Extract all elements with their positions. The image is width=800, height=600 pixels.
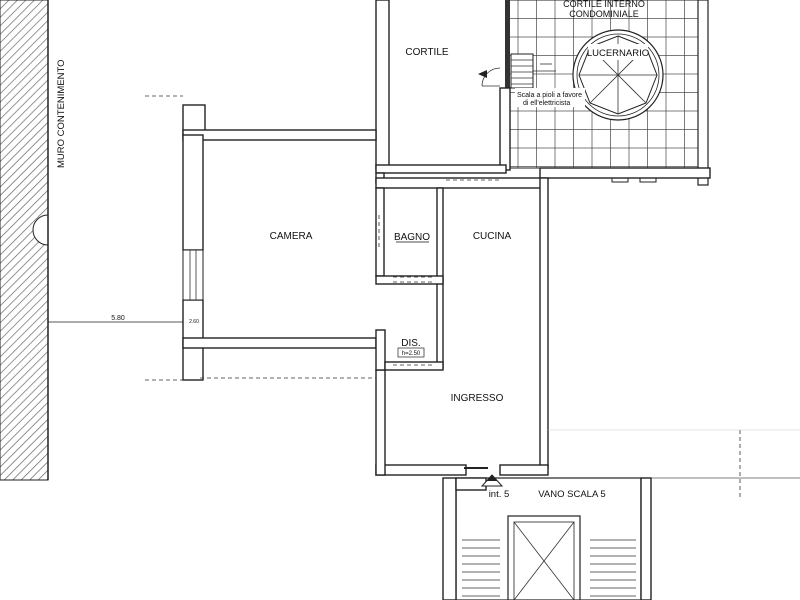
ladder <box>510 53 556 89</box>
cortile-label: CORTILE <box>405 47 448 58</box>
cucina-label: CUCINA <box>473 231 512 242</box>
bagno-label: BAGNO <box>394 232 430 243</box>
scala-pioli-label-2: di ell'elettricista <box>523 100 570 107</box>
int-label: int. 5 <box>489 489 510 500</box>
dis-height-label: h=2.50 <box>402 351 421 357</box>
cortile-interno-label-1: CORTILE INTERNO <box>563 0 645 9</box>
cortile-walls <box>375 0 511 174</box>
apartment-walls <box>182 104 711 476</box>
skylight <box>572 29 664 121</box>
lucernario-label: LUCERNARIO <box>587 48 649 59</box>
doors <box>378 179 500 469</box>
ingresso-label: INGRESSO <box>451 393 504 404</box>
dimension-line <box>47 317 184 327</box>
cortile-interno-label-2: CONDOMINIALE <box>569 9 639 19</box>
stairwell <box>442 474 652 600</box>
camera-label: CAMERA <box>270 231 313 242</box>
retaining-wall <box>0 0 49 481</box>
dis-label: DIS. <box>401 338 420 349</box>
vano-scala-label: VANO SCALA 5 <box>538 489 605 500</box>
muro-contenimento-label: MURO CONTENIMENTO <box>56 59 67 168</box>
small-dimension-label: 2.60 <box>189 319 199 325</box>
scala-pioli-label-1: Scala a pioli a favore <box>517 92 582 99</box>
dimension-580-label: 5.80 <box>111 315 125 322</box>
